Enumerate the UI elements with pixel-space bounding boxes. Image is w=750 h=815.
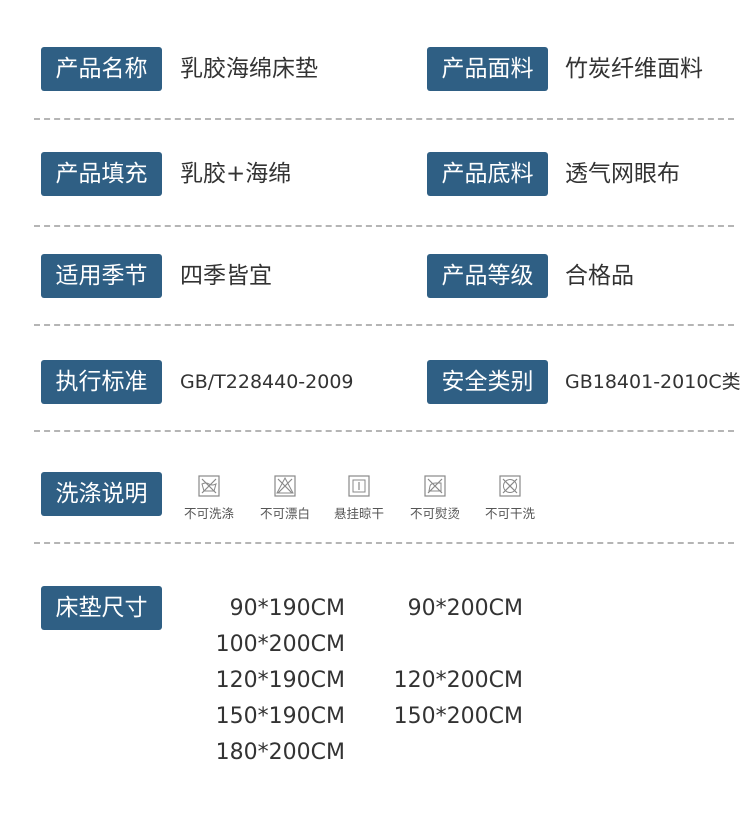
label-safety: 安全类别	[427, 360, 548, 404]
size-left-1: 90*190CM	[229, 596, 345, 621]
label-sizes: 床垫尺寸	[41, 586, 162, 630]
size-right-4: 150*200CM	[393, 704, 523, 729]
value-product-name: 乳胶海绵床垫	[180, 56, 318, 82]
wash-caption: 不可熨烫	[409, 506, 460, 521]
label-standard: 执行标准	[41, 360, 162, 404]
label-grade: 产品等级	[427, 254, 548, 298]
size-left-4: 150*190CM	[215, 704, 345, 729]
hang-dry-icon	[348, 475, 370, 497]
wash-item-no-wash: 不可洗涤	[174, 475, 244, 522]
size-left-2: 100*200CM	[215, 632, 345, 657]
no-bleach-icon	[274, 475, 296, 497]
label-product-filling: 产品填充	[41, 152, 162, 196]
divider	[34, 118, 734, 120]
wash-caption: 不可洗涤	[183, 506, 234, 521]
label-washing: 洗涤说明	[41, 472, 162, 516]
wash-caption: 悬挂晾干	[333, 506, 384, 521]
wash-item-hang-dry: 悬挂晾干	[324, 475, 394, 522]
no-dry-clean-icon	[499, 475, 521, 497]
size-right-1: 90*200CM	[407, 596, 523, 621]
wash-caption: 不可干洗	[484, 506, 535, 521]
size-left-3: 120*190CM	[215, 668, 345, 693]
size-left-5: 180*200CM	[215, 740, 345, 765]
value-safety: GB18401-2010C类	[565, 371, 741, 393]
wash-item-no-dry-clean: 不可干洗	[475, 475, 545, 522]
label-product-fabric: 产品面料	[427, 47, 548, 91]
divider	[34, 324, 734, 326]
wash-item-no-iron: 不可熨烫	[400, 475, 470, 522]
divider	[34, 430, 734, 432]
divider	[34, 225, 734, 227]
no-wash-icon	[198, 475, 220, 497]
value-grade: 合格品	[565, 263, 634, 289]
value-product-filling: 乳胶+海绵	[180, 161, 292, 187]
wash-caption: 不可漂白	[259, 506, 310, 521]
value-product-base: 透气网眼布	[565, 161, 680, 187]
value-season: 四季皆宜	[180, 263, 272, 289]
value-product-fabric: 竹炭纤维面料	[565, 56, 703, 82]
size-right-3: 120*200CM	[393, 668, 523, 693]
label-product-base: 产品底料	[427, 152, 548, 196]
divider	[34, 542, 734, 544]
value-standard: GB/T228440-2009	[180, 371, 354, 393]
wash-item-no-bleach: 不可漂白	[250, 475, 320, 522]
label-season: 适用季节	[41, 254, 162, 298]
label-product-name: 产品名称	[41, 47, 162, 91]
no-iron-icon	[424, 475, 446, 497]
